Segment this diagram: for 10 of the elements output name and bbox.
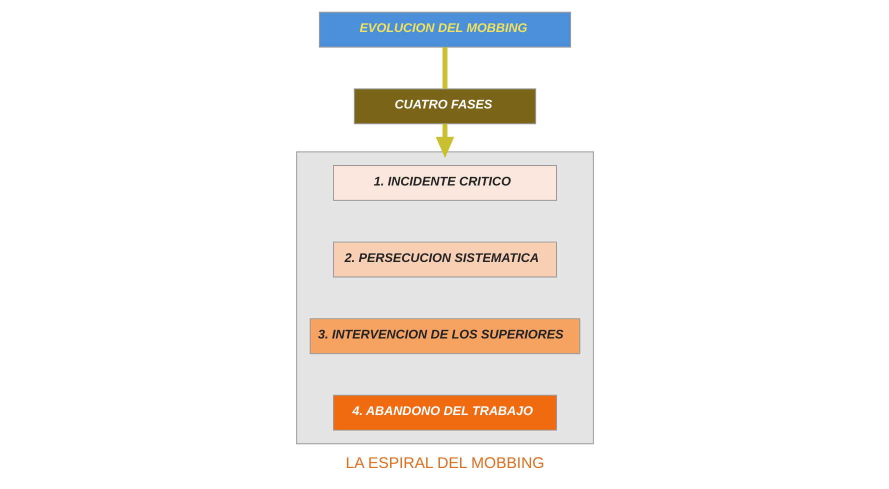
node-box: 1. INCIDENTE CRITICO [332,164,556,201]
arrow [435,124,454,158]
node-box: 2. PERSECUCION SISTEMATICA [332,242,556,278]
caption: LA ESPIRAL DEL MOBBING [345,454,544,472]
cluster [296,151,594,444]
connector [442,47,447,89]
node-box: EVOLUCION DEL MOBBING [318,12,571,48]
node-box: CUATRO FASES [353,88,536,124]
node-box: 3. INTERVENCION DE LOS SUPERIORES [309,318,580,354]
node-box: 4. ABANDONO DEL TRABAJO [332,394,556,431]
